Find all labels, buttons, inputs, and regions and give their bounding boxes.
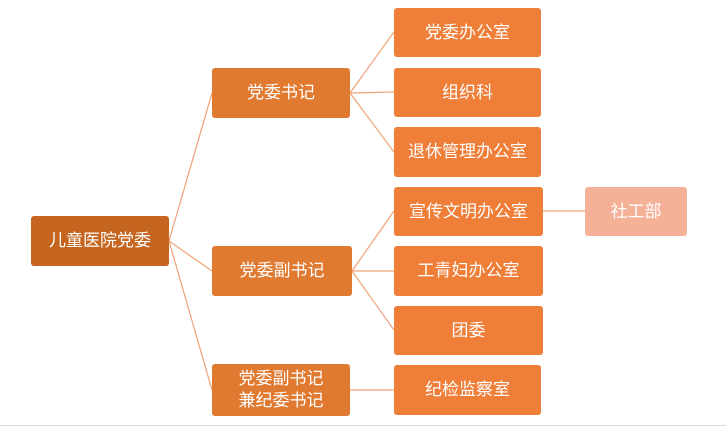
node-union-youth-women-office: 工青妇办公室: [394, 246, 543, 296]
node-retirement-office: 退休管理办公室: [394, 127, 541, 177]
node-social-work-dept: 社工部: [585, 187, 687, 236]
connector-root-n1: [168, 92, 213, 242]
connector-root-n3: [168, 240, 213, 391]
connector-n1-m2: [349, 91, 395, 94]
node-youth-league: 团委: [394, 306, 543, 355]
node-root: 儿童医院党委: [31, 216, 169, 266]
node-deputy-secretary: 党委副书记: [212, 246, 352, 296]
node-party-office: 党委办公室: [394, 8, 541, 57]
connector-n1-m1: [349, 31, 395, 94]
node-party-secretary: 党委书记: [212, 68, 350, 118]
node-deputy-secretary-discipline: 党委副书记 兼纪委书记: [212, 364, 350, 416]
node-organization-section: 组织科: [394, 68, 541, 117]
bottom-divider: [0, 425, 726, 426]
connector-root-n2: [168, 240, 213, 272]
node-publicity-office: 宣传文明办公室: [394, 187, 543, 236]
connector-n2-m4: [351, 210, 395, 272]
connector-n1-m3: [349, 92, 395, 153]
node-discipline-office: 纪检监察室: [394, 365, 541, 415]
connector-n2-m6: [351, 270, 395, 331]
